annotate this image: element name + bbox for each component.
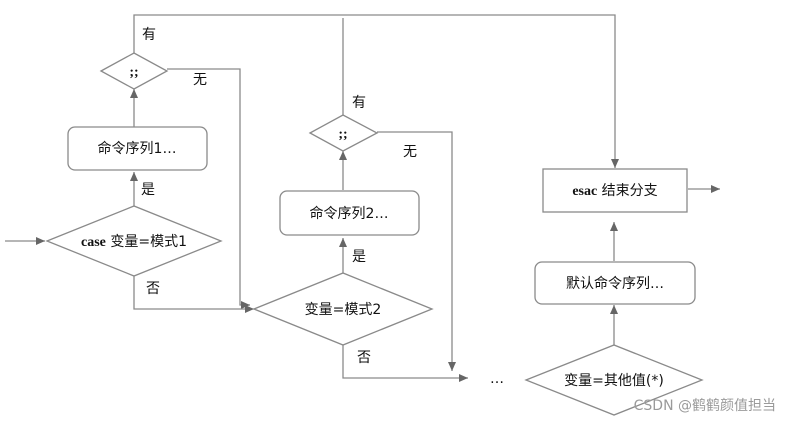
arrow-none2	[377, 131, 456, 371]
edge-label-yes-2: 是	[352, 249, 366, 265]
command-sequence-2-label: 命令序列2…	[310, 205, 389, 222]
case-decision-label: case 变量=模式1	[81, 234, 187, 250]
default-command-sequence-box	[534, 261, 696, 305]
command-sequence-1-box	[67, 126, 208, 171]
case-decision-diamond	[45, 205, 223, 277]
edge-label-none-2: 无	[403, 144, 417, 160]
edge-label-no-2: 否	[357, 350, 371, 366]
arrow-has1	[133, 14, 619, 168]
separator-1-label: ;;	[129, 65, 138, 80]
esac-end-box	[542, 168, 688, 213]
arrow-none1	[167, 68, 250, 309]
pattern-2-decision-label: 变量=模式2	[305, 302, 382, 318]
watermark: CSDN @鹤鹤颜值担当	[634, 398, 776, 414]
edge-label-no-1: 否	[146, 281, 160, 297]
pattern-2-decision-diamond	[252, 272, 434, 346]
arrow-no2	[342, 345, 468, 382]
default-decision-diamond	[524, 344, 704, 416]
separator-2-label: ;;	[338, 127, 347, 142]
default-decision-label: 变量=其他值(*)	[564, 373, 664, 389]
edge-label-yes-1: 是	[141, 182, 155, 198]
separator-1-diamond	[99, 52, 169, 90]
arrow-no1	[133, 276, 254, 313]
separator-2-diamond	[308, 114, 379, 152]
default-command-sequence-label: 默认命令序列…	[566, 275, 664, 292]
command-sequence-2-box	[279, 190, 420, 236]
edge-label-has-1: 有	[142, 27, 156, 43]
edge-label-none-1: 无	[193, 72, 207, 88]
edge-label-has-2: 有	[352, 95, 366, 111]
esac-end-label: esac 结束分支	[572, 183, 657, 199]
command-sequence-1-label: 命令序列1…	[98, 140, 177, 157]
continuation-ellipsis: …	[490, 371, 504, 387]
